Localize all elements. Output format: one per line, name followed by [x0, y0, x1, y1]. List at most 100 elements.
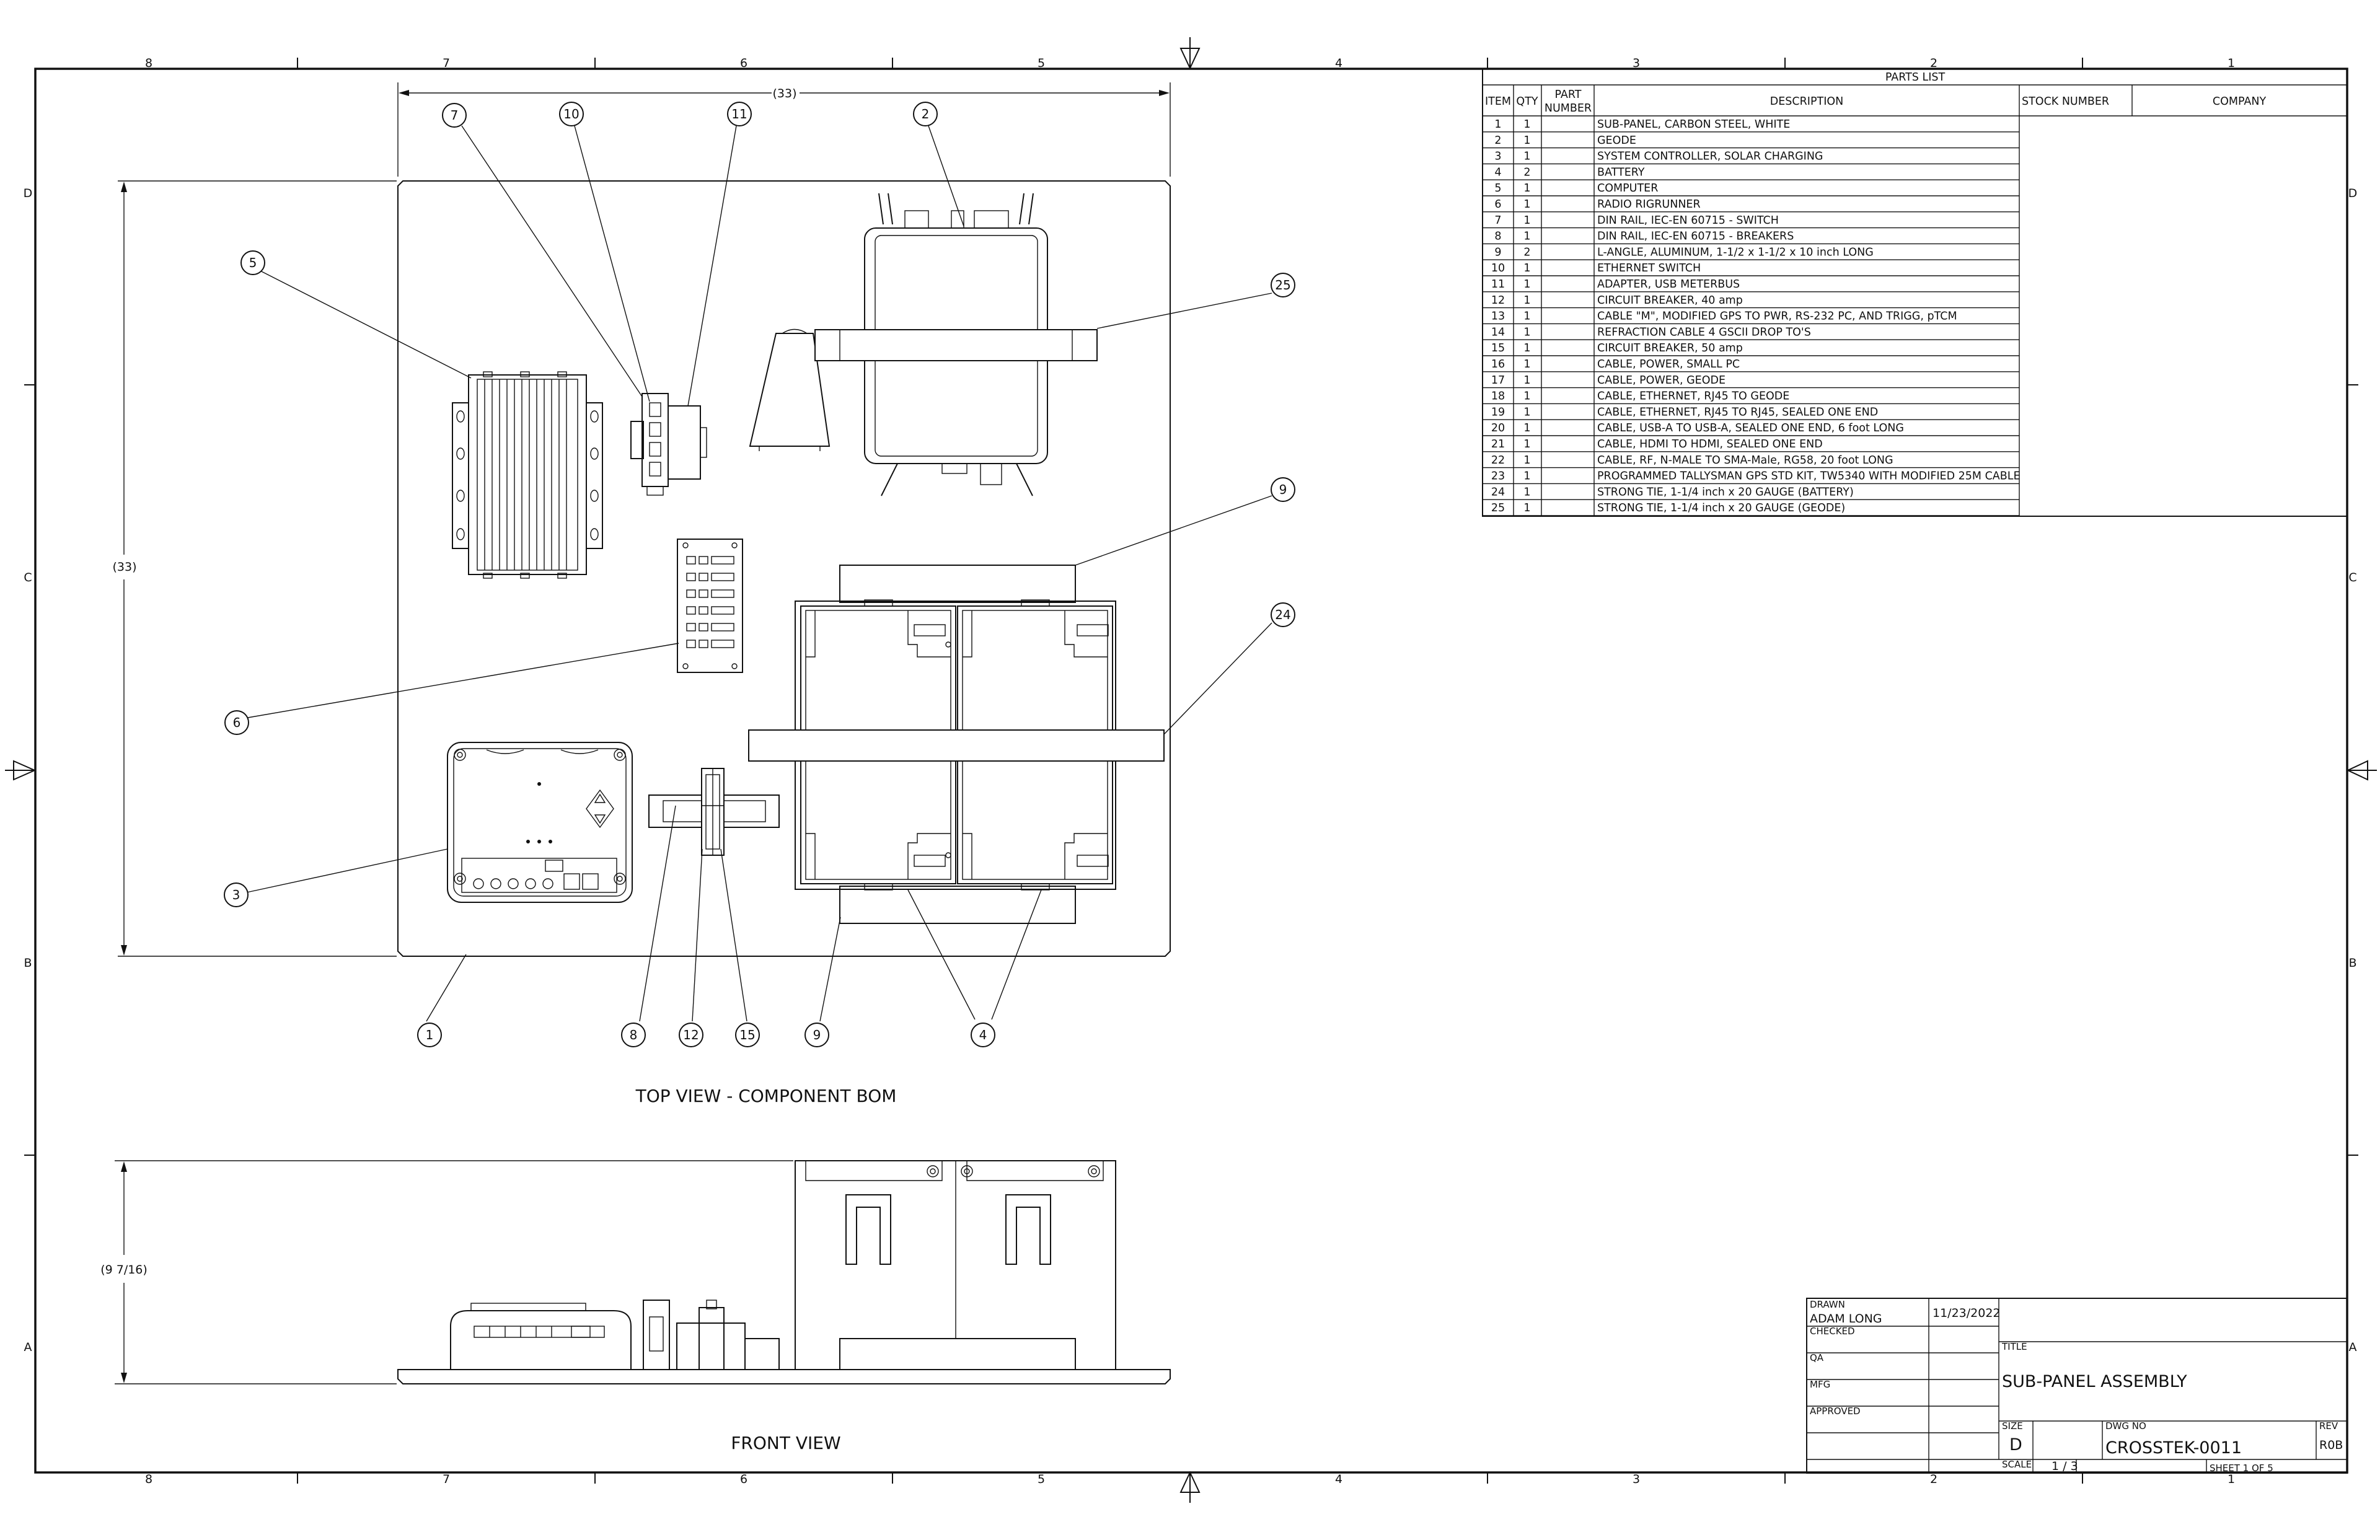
parts-list-cell-item: 21	[1491, 438, 1505, 451]
svg-text:8: 8	[630, 1027, 638, 1042]
parts-list-cell-item: 10	[1491, 262, 1505, 275]
parts-list-cell-qty: 2	[1523, 246, 1530, 258]
parts-list-header-qty: QTY	[1516, 95, 1538, 108]
zone-row-label: B	[2348, 956, 2356, 970]
parts-list-cell-description: CABLE, RF, N-MALE TO SMA-Male, RG58, 20 …	[1597, 454, 1893, 467]
svg-text:25: 25	[1275, 278, 1290, 293]
parts-list-cell-qty: 1	[1523, 278, 1530, 291]
drawing-border	[5, 37, 2377, 1503]
parts-list-cell-item: 4	[1494, 166, 1501, 178]
parts-list-cell-item: 15	[1491, 342, 1505, 354]
parts-list-cell-qty: 2	[1523, 166, 1530, 178]
computer	[452, 371, 603, 579]
parts-list-cell-qty: 1	[1523, 390, 1530, 403]
parts-list-cell-qty: 1	[1523, 151, 1530, 163]
title-block: DRAWN ADAM LONG 11/23/2022 CHECKED QA MF…	[1806, 1298, 2348, 1474]
parts-list-cell-qty: 1	[1523, 198, 1530, 211]
parts-list-cell-qty: 1	[1523, 262, 1530, 275]
front-sub-panel	[397, 1369, 1171, 1384]
gps-receiver	[749, 328, 831, 451]
balloon: 6	[224, 710, 249, 735]
zone-row-label: A	[2349, 1340, 2357, 1354]
radio-rigrunner	[677, 539, 743, 673]
parts-list-cell-description: SYSTEM CONTROLLER, SOLAR CHARGING	[1597, 151, 1823, 163]
parts-list-cell-description: GEODE	[1597, 134, 1636, 147]
parts-list-cell-qty: 1	[1523, 326, 1530, 338]
parts-list-cell-description: L-ANGLE, ALUMINUM, 1-1/2 x 1-1/2 x 10 in…	[1597, 246, 1874, 258]
parts-list-cell-qty: 1	[1523, 438, 1530, 451]
parts-list-cell-item: 17	[1491, 374, 1505, 387]
front-din-components	[643, 1300, 780, 1370]
zone-row-label: B	[24, 956, 32, 970]
zone-row-label: C	[24, 571, 32, 584]
parts-list-header-company: COMPANY	[2213, 95, 2267, 108]
zone-col-label: 5	[1038, 1472, 1045, 1486]
parts-list-cell-item: 3	[1494, 151, 1501, 163]
zone-col-label: 4	[1335, 1472, 1342, 1486]
svg-text:10: 10	[563, 107, 579, 121]
title-block-sheet: SHEET 1 OF 5	[2210, 1463, 2273, 1474]
svg-text:15: 15	[739, 1027, 755, 1042]
parts-list-table: PARTS LIST ITEM QTY PART NUMBER DESCRIPT…	[1482, 68, 2348, 517]
balloon: 2	[913, 102, 938, 126]
parts-list-header-description: DESCRIPTION	[1770, 95, 1843, 108]
parts-list-cell-qty: 1	[1523, 294, 1530, 307]
parts-list-header-part-number: NUMBER	[1545, 102, 1592, 115]
sub-panel-outline	[397, 180, 1171, 957]
parts-list-cell-item: 25	[1491, 502, 1505, 514]
parts-list-cell-item: 22	[1491, 454, 1505, 467]
parts-list-cell-item: 2	[1494, 134, 1501, 147]
parts-list-cell-description: CABLE, POWER, SMALL PC	[1597, 358, 1740, 371]
balloon: 25	[1271, 273, 1295, 297]
title-block-drawn-date: 11/23/2022	[1933, 1306, 2001, 1320]
zone-row-label: D	[24, 187, 33, 200]
title-block-rev-label: REV	[2319, 1420, 2338, 1432]
parts-list-cell-item: 16	[1491, 358, 1505, 371]
zone-row-label: A	[24, 1340, 32, 1354]
svg-text:3: 3	[232, 887, 240, 902]
zone-row-label: C	[2348, 571, 2356, 584]
parts-list-cell-qty: 1	[1523, 310, 1530, 323]
geode-strong-tie	[814, 329, 1098, 361]
balloon: 9	[1271, 477, 1295, 502]
svg-text:9: 9	[813, 1027, 821, 1042]
parts-list-cell-item: 20	[1491, 422, 1505, 434]
parts-list-cell-description: CIRCUIT BREAKER, 50 amp	[1597, 342, 1743, 354]
title-block-dwg-no-label: DWG NO	[2105, 1420, 2146, 1432]
parts-list-cell-item: 6	[1494, 198, 1501, 211]
front-view: (9 7/16)	[100, 1160, 1171, 1453]
title-block-size: D	[2009, 1435, 2022, 1454]
front-system-controller	[450, 1303, 632, 1370]
front-batteries	[795, 1160, 1116, 1370]
parts-list-cell-qty: 1	[1523, 182, 1530, 195]
dimension-top-width: (33)	[397, 82, 1171, 177]
zone-col-label: 5	[1038, 56, 1045, 70]
title-block-drawn-label: DRAWN	[1810, 1299, 1845, 1310]
parts-list-cell-item: 23	[1491, 470, 1505, 483]
l-angle-bottom	[839, 886, 1076, 924]
parts-list-cell-item: 8	[1494, 231, 1501, 243]
svg-text:11: 11	[731, 107, 747, 121]
computer-fins	[484, 379, 567, 570]
din-rail-switch-assembly	[630, 393, 707, 496]
zone-col-label: 2	[1930, 1472, 1937, 1486]
parts-list-cell-description: ADAPTER, USB METERBUS	[1597, 278, 1740, 291]
parts-list-cell-qty: 1	[1523, 118, 1530, 131]
zone-col-label: 3	[1633, 1472, 1640, 1486]
parts-list-cell-qty: 1	[1523, 214, 1530, 227]
parts-list-row: 3 1 SYSTEM CONTROLLER, SOLAR CHARGING	[1483, 151, 2019, 165]
zone-col-label: 1	[2228, 1472, 2235, 1486]
